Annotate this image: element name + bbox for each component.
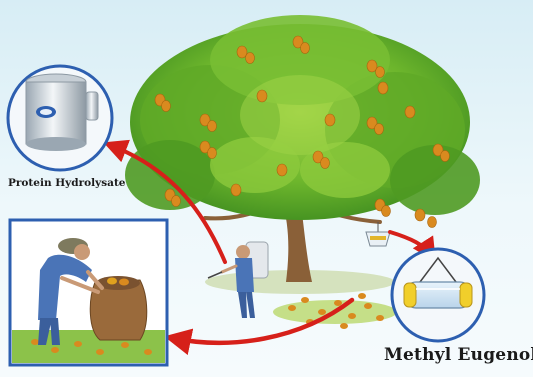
protein-hydrolysate-trap-icon <box>8 66 112 170</box>
mango-tree-icon <box>125 15 480 282</box>
methyl-eugenol-label: Methyl Eugenol <box>384 345 533 365</box>
hanging-trap-icon <box>366 222 390 246</box>
methyl-eugenol-trap-icon <box>392 249 484 341</box>
fruit-collecting-farmer-icon <box>10 220 167 365</box>
protein-hydrolysate-label: Protein Hydrolysate <box>8 177 125 189</box>
